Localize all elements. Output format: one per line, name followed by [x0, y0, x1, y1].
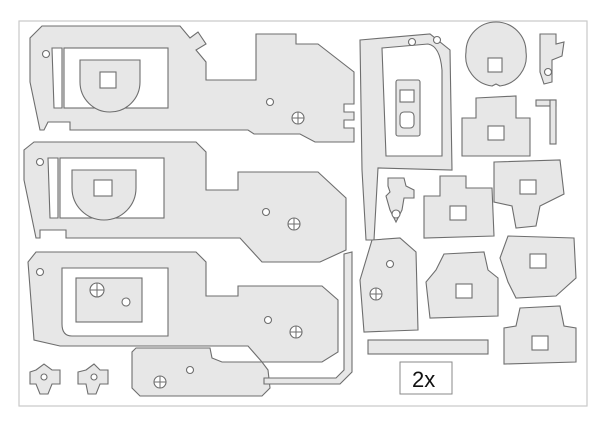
hook-part [385, 177, 415, 224]
block-b [493, 159, 565, 229]
block-a [461, 95, 531, 157]
block-f [503, 305, 577, 365]
clip-left-1 [29, 363, 61, 395]
panel-top [29, 25, 355, 143]
panel-middle [23, 141, 347, 263]
block-c [423, 175, 495, 239]
latch-plate [359, 237, 419, 333]
l-bracket-side [549, 99, 557, 145]
clip-left-2 [77, 363, 109, 395]
flat-bar [367, 339, 489, 355]
panel-bottom [27, 251, 339, 363]
quantity-label: 2x [399, 361, 453, 395]
gear-disc [465, 21, 527, 87]
block-e [425, 251, 499, 319]
tall-frame [359, 33, 453, 241]
lever-part [539, 33, 565, 85]
quantity-text: 2x [412, 367, 435, 392]
block-d [499, 235, 577, 299]
bent-strip [263, 251, 353, 385]
